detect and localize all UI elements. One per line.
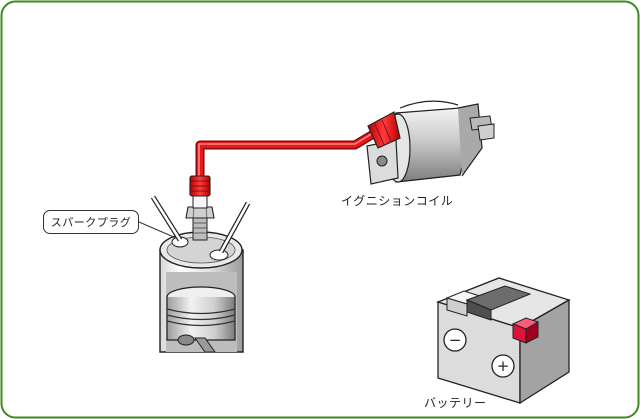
ignition-coil (366, 100, 495, 185)
battery: − + (436, 277, 571, 405)
ignition-coil-label: イグニションコイル (341, 194, 454, 208)
battery-positive-sign: + (497, 357, 510, 375)
battery-label: バッテリー (424, 396, 487, 410)
high-tension-wire (195, 125, 385, 185)
plug-cap (189, 175, 211, 197)
spark-plug-label-text: スパークプラグ (50, 216, 132, 229)
spark-plug-leader-line (138, 221, 177, 239)
battery-negative-sign: − (449, 331, 462, 349)
spark-plug-label: スパークプラグ (43, 210, 139, 234)
engine-cylinder (150, 195, 251, 353)
spark-plug (185, 191, 215, 241)
